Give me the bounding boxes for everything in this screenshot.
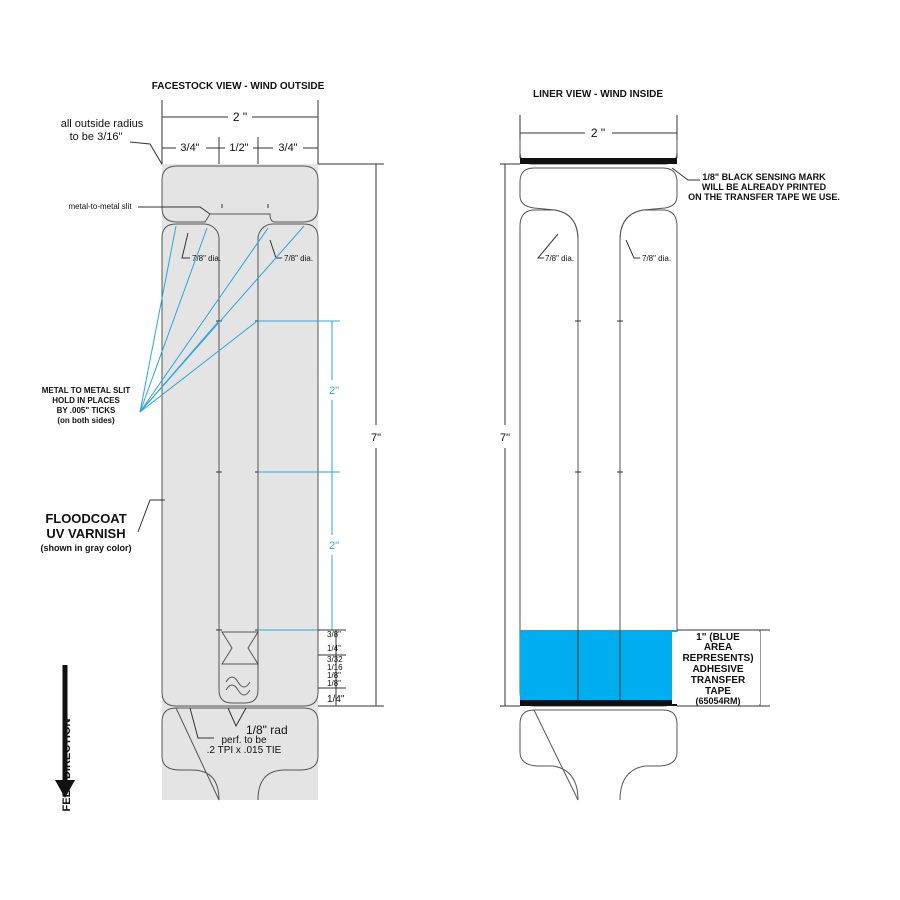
liner-dia-right-label: 7/8" dia. xyxy=(642,254,671,263)
small-dim-1: 3/8" xyxy=(327,630,341,639)
blue-adhesive-area xyxy=(520,630,677,700)
blue-note-line5: TRANSFER xyxy=(691,675,746,686)
facestock-title: FACESTOCK VIEW - WIND OUTSIDE xyxy=(152,81,325,92)
liner-next-outline xyxy=(519,709,678,801)
tick-note-line1: METAL TO METAL SLIT xyxy=(42,386,131,395)
perf-note-line2: .2 TPI x .015 TIE xyxy=(207,745,282,756)
liner-top-outline xyxy=(519,167,678,707)
tick-note-line2: HOLD IN PLACES xyxy=(52,396,120,405)
main-label-outline xyxy=(161,223,319,707)
bowtie-cut xyxy=(221,631,259,665)
sensing-note-line3: ON THE TRANSFER TAPE WE USE. xyxy=(688,192,840,202)
liner-view: LINER VIEW - WIND INSIDE 2 " 1/8" BLACK … xyxy=(500,89,840,801)
sensing-mark-top xyxy=(520,158,677,164)
varnish-leader xyxy=(137,499,165,533)
slit-leader xyxy=(138,206,211,215)
perf-leader xyxy=(189,707,214,739)
varnish-sub: (shown in gray color) xyxy=(40,543,131,553)
small-dim-6: 1/8" xyxy=(327,679,341,688)
facestock-view: FACESTOCK VIEW - WIND OUTSIDE 2 " all ou… xyxy=(40,81,384,811)
sensing-mark-bottom xyxy=(520,700,677,706)
blue-note-line1: 1" (BLUE xyxy=(696,632,740,643)
liner-dia-left-label: 7/8" dia. xyxy=(545,254,574,263)
seg-right-dim: 3/4" xyxy=(278,142,297,154)
feed-arrow-icon xyxy=(55,780,75,798)
blue-note-line2: AREA xyxy=(704,642,732,653)
dia-left-leader xyxy=(181,232,190,259)
varnish-note-line2: UV VARNISH xyxy=(46,526,125,541)
varnish-area xyxy=(162,164,318,800)
dia-right-label: 7/8" dia. xyxy=(284,254,313,263)
blue-note-line6: TAPE xyxy=(705,686,731,697)
blue-note-line7: (65054RM) xyxy=(695,696,740,706)
dim-2-upper: 2" xyxy=(329,385,339,397)
facestock-height-dim: 7" xyxy=(371,432,381,444)
dia-left-label: 7/8" dia. xyxy=(192,254,221,263)
sensing-note-line2: WILL BE ALREADY PRINTED xyxy=(702,182,827,192)
radius-note-line1: all outside radius xyxy=(61,118,144,130)
small-dim-3: 3/32 xyxy=(327,655,343,664)
tick-note-leaders xyxy=(139,225,305,413)
facestock-width-dim: 2 " xyxy=(233,110,247,124)
wave-cut-2 xyxy=(225,684,251,696)
liner-height-dim: 7" xyxy=(500,432,510,444)
sensing-note-line1: 1/8" BLACK SENSING MARK xyxy=(702,172,826,182)
seg-left-dim: 3/4" xyxy=(180,142,199,154)
liner-dia-left-leader xyxy=(536,233,559,259)
next-label-outline xyxy=(161,707,319,801)
varnish-note-line1: FLOODCOAT xyxy=(45,511,126,526)
rad-label: 1/8" rad xyxy=(246,723,288,737)
liner-ticks xyxy=(575,320,623,473)
small-dim-5: 1/8" xyxy=(327,671,341,680)
liner-width-dim: 2 " xyxy=(591,126,605,140)
blue-note-line4: ADHESIVE xyxy=(692,664,743,675)
tick-note-line4: (on both sides) xyxy=(57,416,115,425)
tick-note-line3: BY .005" TICKS xyxy=(57,406,116,415)
seg-mid-dim: 1/2" xyxy=(229,142,248,154)
small-dim-4: 1/16 xyxy=(327,663,343,672)
blue-note-line3: REPRESENTS) xyxy=(682,653,753,664)
perf-note-line1: perf. to be xyxy=(221,735,266,746)
liner-title: LINER VIEW - WIND INSIDE xyxy=(533,89,663,100)
small-dim-7: 1/4" xyxy=(327,694,345,705)
wave-cut-1 xyxy=(225,676,251,688)
liner-dia-right-leader xyxy=(625,239,640,259)
radius-leader xyxy=(129,141,164,167)
small-dim-2: 1/4" xyxy=(327,644,341,653)
upper-label-tab xyxy=(161,165,319,223)
rad-leader xyxy=(227,707,247,728)
radius-note-line2: to be 3/16" xyxy=(70,131,123,143)
sensing-leader xyxy=(671,167,700,181)
dim-2-lower: 2" xyxy=(329,540,339,552)
slit-label: metal-to-metal slit xyxy=(68,202,132,211)
